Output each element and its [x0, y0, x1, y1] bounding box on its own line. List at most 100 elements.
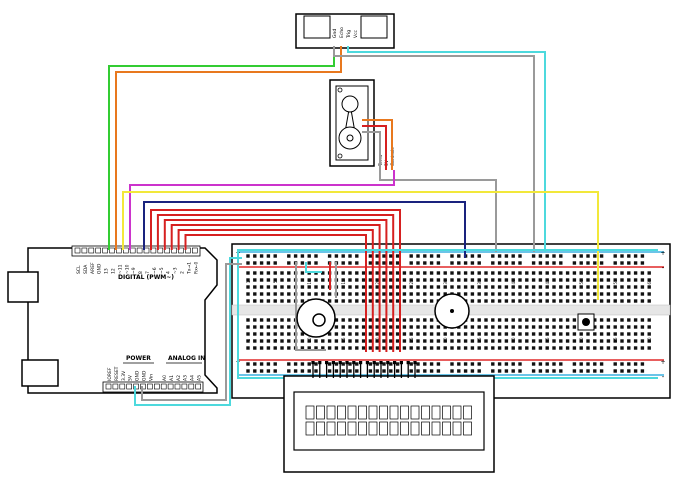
breadboard-hole: [259, 285, 264, 289]
breadboard-hole: [382, 339, 386, 343]
breadboard-hole: [395, 318, 400, 322]
digital-pin-label: AREF: [90, 262, 96, 274]
breadboard-hole: [599, 346, 604, 350]
breadboard-hole: [491, 346, 495, 350]
breadboard-hole: [389, 325, 393, 329]
breadboard-hole: [368, 339, 373, 343]
breadboard-hole: [484, 299, 488, 303]
breadboard-hole: [511, 285, 515, 289]
breadboard-hole: [287, 332, 291, 336]
breadboard-hole: [559, 339, 563, 343]
breadboard-hole: [314, 339, 318, 343]
header-pin: [109, 247, 115, 254]
wire-servo-gray: [362, 131, 497, 252]
breadboard-hole: [395, 339, 400, 343]
breadboard-hole: [504, 292, 509, 296]
rail-hole: [613, 261, 617, 265]
breadboard-hole: [246, 332, 250, 336]
lcd-char-cell: [410, 421, 420, 436]
breadboard-hole: [518, 278, 522, 282]
breadboard-hole: [402, 332, 407, 336]
breadboard-hole: [287, 346, 291, 350]
rail-hole: [273, 369, 277, 373]
breadboard-hole: [627, 271, 631, 275]
rail-hole: [416, 254, 420, 258]
breadboard-hole: [300, 346, 305, 350]
breadboard-hole: [497, 325, 502, 329]
breadboard-holes: [246, 254, 651, 373]
breadboard-hole: [599, 278, 604, 282]
rail-hole: [246, 261, 250, 265]
lcd-pin-head: [413, 361, 417, 365]
lcd-char-cell: [368, 421, 378, 436]
breadboard-hole: [341, 346, 345, 350]
breadboard-hole: [477, 318, 481, 322]
breadboard-hole: [470, 325, 475, 329]
rail-hole: [287, 369, 291, 373]
breadboard-hole: [477, 292, 481, 296]
breadboard-hole: [640, 318, 645, 322]
lcd-pin-head: [359, 361, 363, 365]
breadboard-hole: [477, 339, 481, 343]
breadboard-hole: [436, 325, 441, 329]
rail-hole: [620, 362, 624, 366]
wire-orange-trig: [115, 46, 342, 250]
sensor-pin-label: Vcc: [353, 29, 359, 38]
rail-hole: [552, 254, 556, 258]
breadboard-hole: [253, 285, 257, 289]
breadboard-hole: [559, 292, 563, 296]
breadboard-hole: [266, 318, 271, 322]
rail-hole: [579, 254, 583, 258]
breadboard-hole: [395, 299, 400, 303]
rail-hole: [450, 369, 454, 373]
breadboard-hole: [525, 285, 529, 289]
header-pin: [167, 383, 174, 390]
breadboard-hole: [593, 318, 597, 322]
rail-hole: [368, 254, 373, 258]
breadboard-hole: [416, 278, 420, 282]
breadboard-hole: [443, 285, 447, 289]
digital-pin-label: ~10: [124, 264, 130, 274]
breadboard-hole: [497, 278, 502, 282]
breadboard-hole: [572, 325, 577, 329]
rail-hole: [314, 369, 318, 373]
lcd-char-cell: [305, 405, 315, 420]
breadboard-hole: [429, 292, 434, 296]
breadboard-hole: [586, 271, 590, 275]
breadboard-hole: [491, 325, 495, 329]
rail-hole: [579, 369, 583, 373]
breadboard-hole: [606, 299, 611, 303]
column-number: 5: [273, 280, 278, 283]
breadboard-hole: [593, 299, 597, 303]
breadboard-hole: [273, 339, 277, 343]
breadboard-hole: [518, 299, 522, 303]
lcd-pin-head: [399, 361, 403, 365]
rail-hole: [470, 369, 475, 373]
lcd-char-cell: [442, 421, 451, 436]
breadboard-hole: [429, 299, 434, 303]
breadboard-hole: [395, 292, 400, 296]
breadboard-hole: [538, 332, 543, 336]
breadboard-hole: [484, 285, 488, 289]
breadboard-hole: [423, 332, 427, 336]
breadboard-hole: [620, 278, 624, 282]
lcd-char-cell: [452, 421, 462, 436]
sensor-transducer-right: [360, 15, 388, 39]
breadboard-hole: [579, 292, 583, 296]
rail-hole: [538, 261, 543, 265]
power-pin-label: RESET: [114, 366, 120, 381]
breadboard-hole: [599, 285, 604, 289]
breadboard-hole: [402, 325, 407, 329]
digital-pin-label: 7: [145, 271, 151, 274]
breadboard-hole: [382, 285, 386, 289]
breadboard-hole: [525, 299, 529, 303]
breadboard-hole: [538, 346, 543, 350]
breadboard-hole: [511, 325, 515, 329]
digital-header: [71, 245, 201, 257]
rail-hole: [423, 261, 427, 265]
breadboard-hole: [355, 299, 359, 303]
breadboard-hole: [606, 292, 611, 296]
sensor-pin-label: Echo: [339, 27, 345, 38]
breadboard-hole: [361, 346, 366, 350]
digital-pin-label: ~3: [173, 267, 179, 274]
